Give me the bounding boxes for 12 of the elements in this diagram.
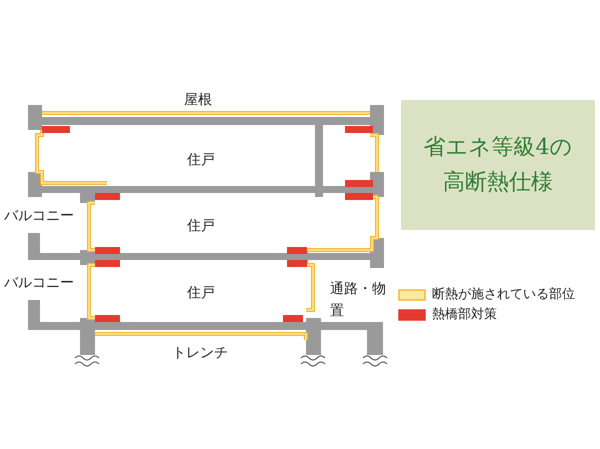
room-label: 住戸 — [187, 152, 215, 169]
heading-panel — [401, 100, 595, 230]
legend-label: 熱橋部対策 — [432, 307, 497, 323]
heading-text: 省エネ等級4の高断熱仕様 — [423, 134, 573, 197]
room-label: 住戸 — [187, 285, 215, 302]
storage-label: 通路・物置 — [330, 280, 387, 321]
trench-label: トレンチ — [172, 345, 228, 362]
legend-label: 断熱が施されている部位 — [432, 287, 575, 303]
balcony-label: バルコニー — [4, 275, 74, 292]
balcony-label: バルコニー — [4, 208, 74, 225]
roof-label: 屋根 — [184, 92, 212, 109]
room-label: 住戸 — [187, 218, 215, 235]
